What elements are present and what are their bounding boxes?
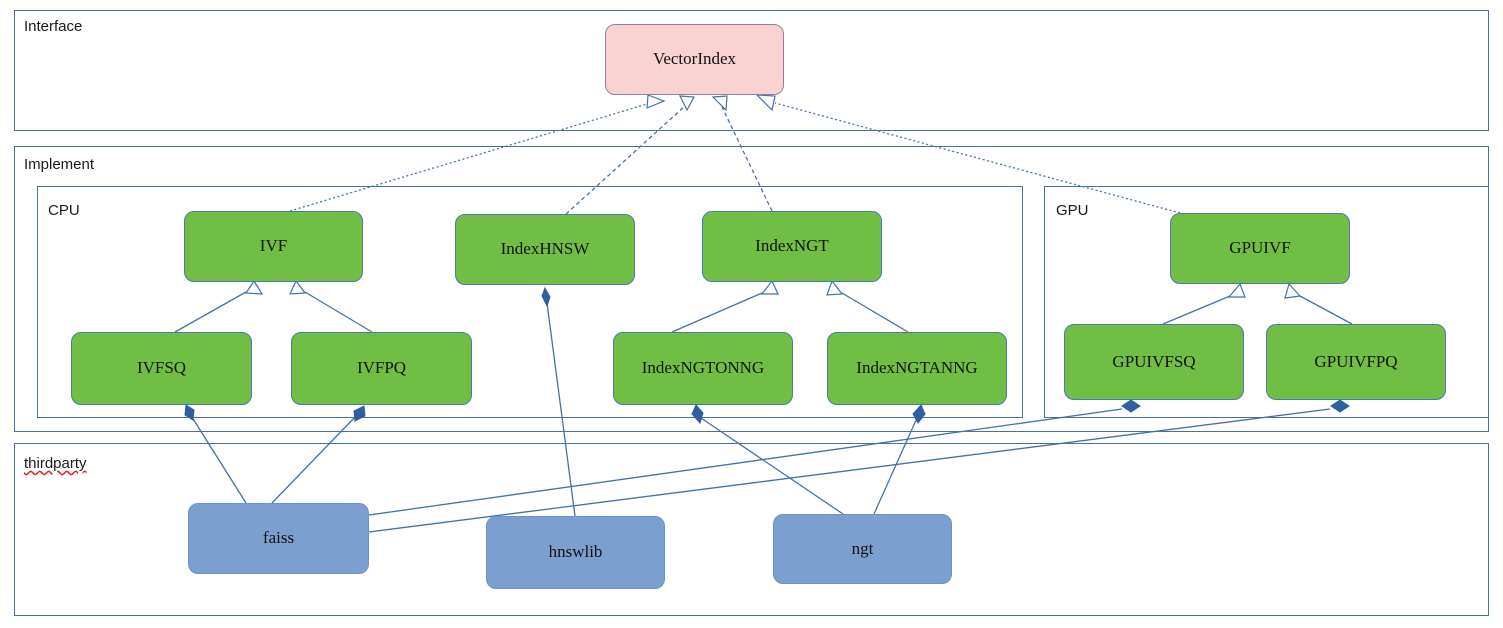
node-faiss[interactable]: faiss <box>188 503 369 574</box>
frame-label-implement: Implement <box>24 156 95 173</box>
node-label: IndexNGT <box>755 236 829 256</box>
node-ngt[interactable]: ngt <box>773 514 952 584</box>
node-indexhnsw[interactable]: IndexHNSW <box>455 214 635 285</box>
frame-label-gpu: GPU <box>1056 202 1089 219</box>
node-label: faiss <box>262 528 295 548</box>
node-gpuivfpq[interactable]: GPUIVFPQ <box>1266 324 1446 400</box>
node-indexngtonng[interactable]: IndexNGTONNG <box>613 332 793 405</box>
node-ivfpq[interactable]: IVFPQ <box>291 332 472 405</box>
node-label: VectorIndex <box>652 49 737 69</box>
node-label: IVF <box>259 236 288 256</box>
node-label: IndexNGTONNG <box>641 358 765 378</box>
frame-label-interface: Interface <box>24 18 83 35</box>
node-indexngtanng[interactable]: IndexNGTANNG <box>827 332 1007 405</box>
node-label: ngt <box>851 538 874 558</box>
frame-label-cpu: CPU <box>48 202 80 219</box>
node-ivfsq[interactable]: IVFSQ <box>71 332 252 405</box>
node-label: GPUIVF <box>1229 238 1291 258</box>
node-label: hnswlib <box>548 542 603 562</box>
node-label: GPUIVFPQ <box>1314 351 1398 371</box>
node-gpuivfsq[interactable]: GPUIVFSQ <box>1064 324 1244 400</box>
node-indexngt[interactable]: IndexNGT <box>702 211 882 282</box>
node-ivf[interactable]: IVF <box>184 211 363 282</box>
frame-label-thirdparty: thirdparty <box>24 455 87 472</box>
node-label: GPUIVFSQ <box>1112 351 1196 371</box>
node-gpuivf[interactable]: GPUIVF <box>1170 213 1350 284</box>
node-label: IndexHNSW <box>500 239 590 259</box>
node-vectorindex[interactable]: VectorIndex <box>605 24 784 95</box>
node-label: IVFSQ <box>136 358 187 378</box>
node-label: IVFPQ <box>356 358 407 378</box>
node-label: IndexNGTANNG <box>856 358 978 378</box>
node-hnswlib[interactable]: hnswlib <box>486 516 665 589</box>
